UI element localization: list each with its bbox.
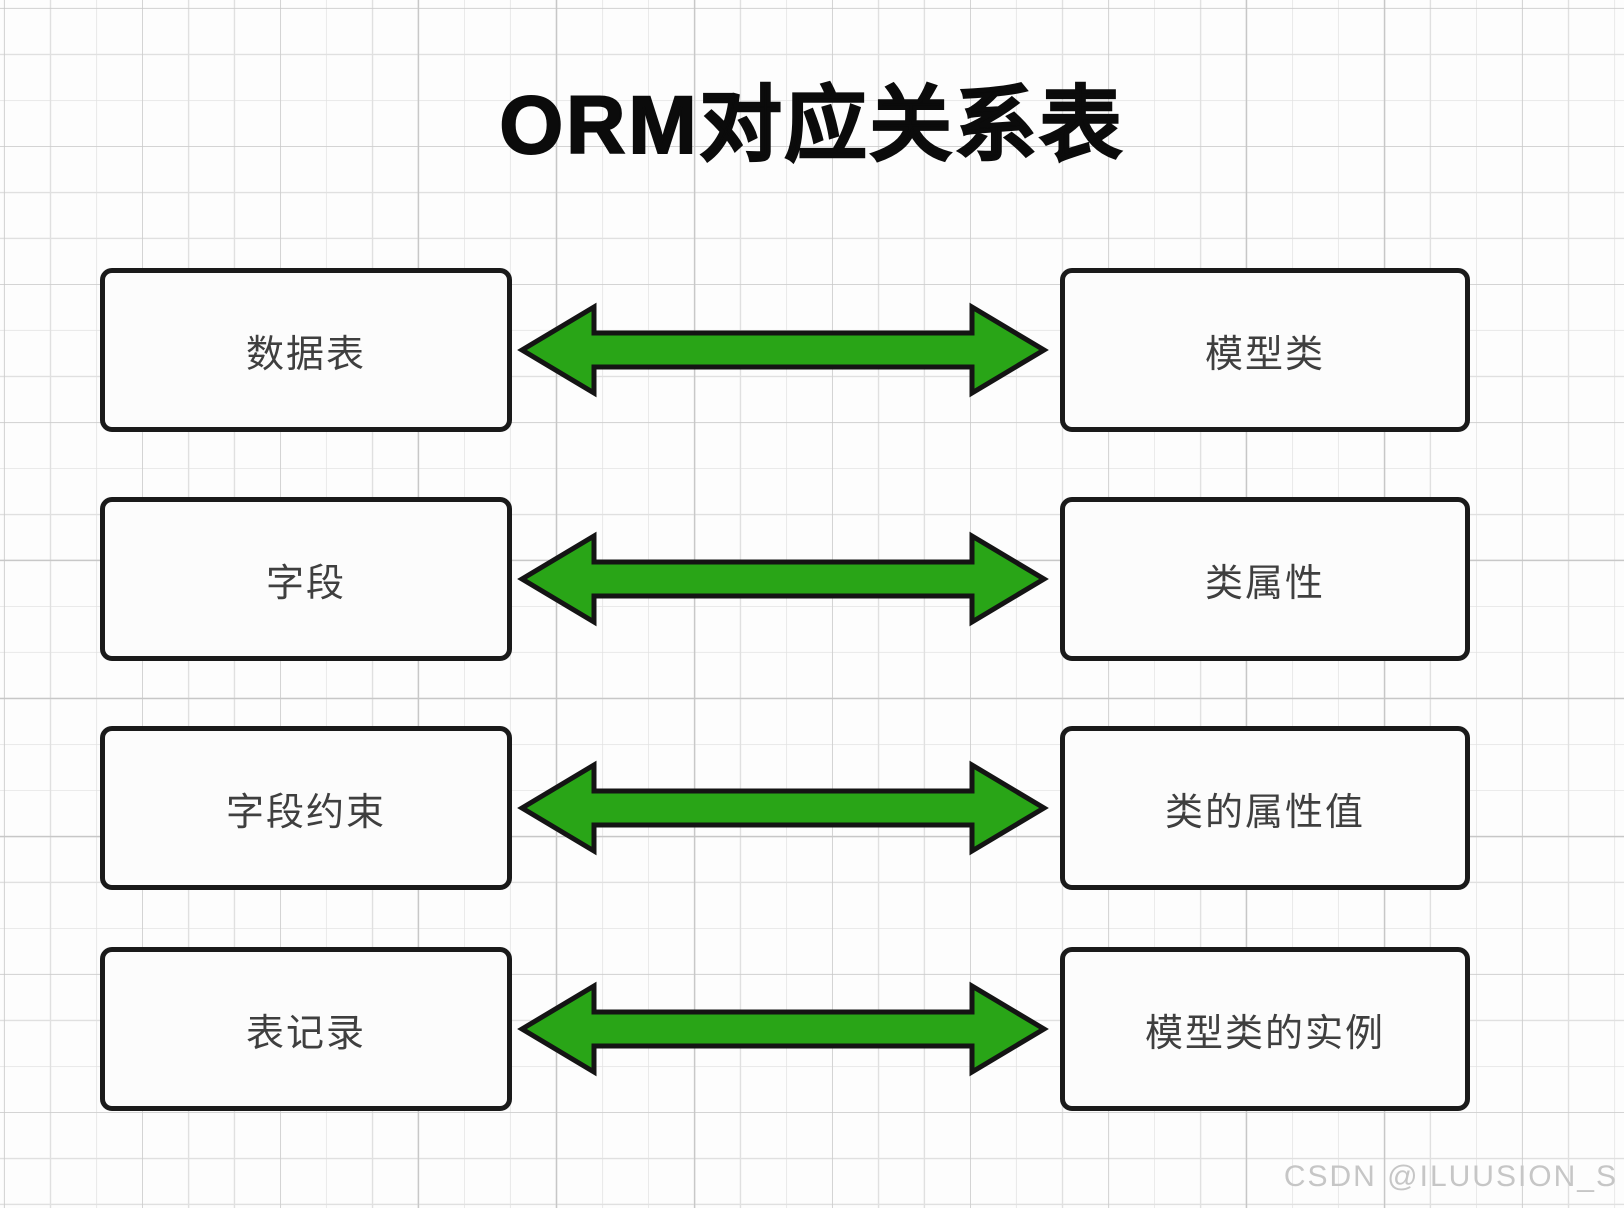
mapping-row-4: 表记录 模型类的实例 <box>0 947 1624 1111</box>
left-box-database-table: 数据表 <box>100 268 512 432</box>
left-box-label: 数据表 <box>245 333 366 376</box>
double-arrow-icon <box>517 302 1049 398</box>
double-arrow-icon <box>517 981 1049 1077</box>
right-box-label: 类属性 <box>1204 562 1325 605</box>
mapping-row-2: 字段 类属性 <box>0 497 1624 661</box>
right-box-label: 模型类 <box>1204 333 1325 376</box>
right-box-label: 类的属性值 <box>1164 791 1365 834</box>
right-box-class-attribute: 类属性 <box>1060 497 1470 661</box>
right-box-model-class: 模型类 <box>1060 268 1470 432</box>
mapping-row-3: 字段约束 类的属性值 <box>0 726 1624 890</box>
left-box-label: 字段约束 <box>225 791 386 834</box>
left-box-field-constraint: 字段约束 <box>100 726 512 890</box>
right-box-model-class-instance: 模型类的实例 <box>1060 947 1470 1111</box>
watermark: CSDN @ILUUSION_S <box>1283 1160 1618 1193</box>
right-box-class-attribute-value: 类的属性值 <box>1060 726 1470 890</box>
left-box-table-record: 表记录 <box>100 947 512 1111</box>
right-box-label: 模型类的实例 <box>1144 1012 1385 1055</box>
mapping-row-1: 数据表 模型类 <box>0 268 1624 432</box>
double-arrow-icon <box>517 531 1049 627</box>
double-arrow-icon <box>517 760 1049 856</box>
left-box-field: 字段 <box>100 497 512 661</box>
left-box-label: 字段 <box>265 562 346 605</box>
left-box-label: 表记录 <box>245 1012 366 1055</box>
page-title: ORM对应关系表 <box>498 79 1125 172</box>
